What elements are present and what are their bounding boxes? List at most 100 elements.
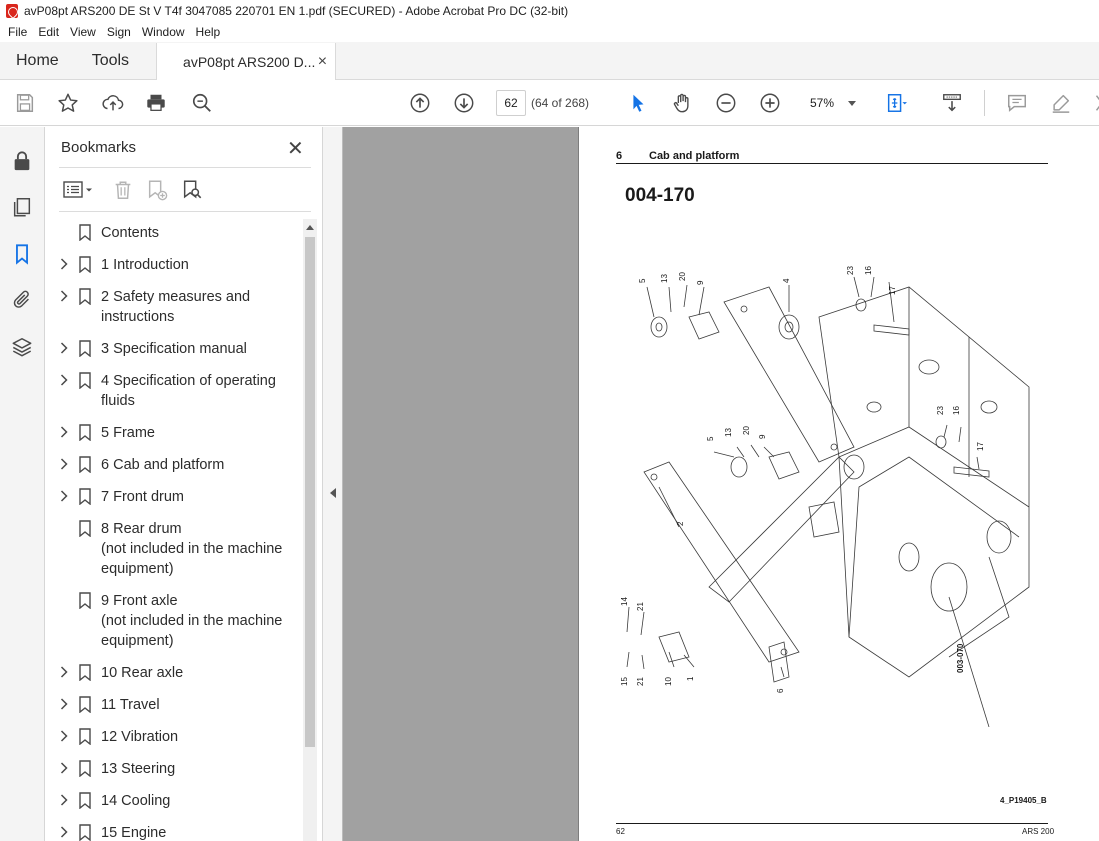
bookmark-item[interactable]: 8 Rear drum (not included in the machine… xyxy=(45,517,303,581)
bookmark-item[interactable]: 3 Specification manual xyxy=(45,337,303,361)
bookmark-icon xyxy=(78,792,92,810)
menu-sign[interactable]: Sign xyxy=(106,25,131,39)
attachment-icon[interactable] xyxy=(10,288,34,312)
layers-icon[interactable] xyxy=(10,335,34,359)
page-up-icon[interactable] xyxy=(408,91,432,115)
chevron-right-icon[interactable] xyxy=(59,490,69,502)
menu-edit[interactable]: Edit xyxy=(38,25,60,39)
find-bookmark-icon[interactable] xyxy=(181,179,203,201)
bookmark-item[interactable]: 5 Frame xyxy=(45,421,303,445)
chevron-right-icon[interactable] xyxy=(59,826,69,838)
tab-home[interactable]: Home xyxy=(16,51,59,69)
bookmark-item[interactable]: 15 Engine xyxy=(45,821,303,841)
zoom-value: 57% xyxy=(810,96,835,110)
svg-text:23: 23 xyxy=(936,406,945,415)
comment-icon[interactable] xyxy=(1005,91,1029,115)
bookmark-item[interactable]: 2 Safety measures and instructions xyxy=(45,285,303,329)
zoom-out-icon[interactable] xyxy=(714,91,738,115)
upload-icon[interactable] xyxy=(101,91,125,115)
bookmark-label: 9 Front axle (not included in the machin… xyxy=(101,593,283,649)
bookmark-item[interactable]: 10 Rear axle xyxy=(45,661,303,685)
chevron-right-icon[interactable] xyxy=(59,698,69,710)
chevron-right-icon[interactable] xyxy=(59,730,69,742)
chevron-right-icon[interactable] xyxy=(59,666,69,678)
bookmark-item[interactable]: 4 Specification of operating fluids xyxy=(45,369,303,413)
page-down-icon[interactable] xyxy=(452,91,476,115)
menu-file[interactable]: File xyxy=(8,25,28,39)
bookmarks-scrollbar[interactable] xyxy=(303,219,317,841)
chevron-down-icon xyxy=(848,100,856,106)
chevron-right-icon[interactable] xyxy=(59,426,69,438)
footer-rule xyxy=(616,823,1048,824)
title-bar: avP08pt ARS200 DE St V T4f 3047085 22070… xyxy=(0,0,1099,22)
chevron-right-icon[interactable] xyxy=(59,458,69,470)
chevron-right-icon[interactable] xyxy=(59,258,69,270)
chevron-right-icon[interactable] xyxy=(59,342,69,354)
collapse-panel-icon[interactable] xyxy=(330,488,336,498)
bookmark-icon xyxy=(78,340,92,358)
tab-document[interactable]: avP08pt ARS200 D... × xyxy=(156,43,337,80)
bookmark-item[interactable]: 14 Cooling xyxy=(45,789,303,813)
delete-bookmark-icon[interactable] xyxy=(112,179,134,201)
bookmark-item[interactable]: 11 Travel xyxy=(45,693,303,717)
bookmark-item[interactable]: 13 Steering xyxy=(45,757,303,781)
save-icon[interactable] xyxy=(13,91,37,115)
svg-text:14: 14 xyxy=(620,597,629,606)
new-bookmark-icon[interactable] xyxy=(146,179,168,201)
drawing-id: 4_P19405_B xyxy=(1000,796,1047,805)
select-arrow-icon[interactable] xyxy=(626,91,650,115)
svg-text:21: 21 xyxy=(636,602,645,611)
bookmark-item[interactable]: 7 Front drum xyxy=(45,485,303,509)
hand-icon[interactable] xyxy=(670,91,694,115)
highlight-pen-icon[interactable] xyxy=(1049,91,1073,115)
fit-page-icon[interactable] xyxy=(884,91,908,115)
bookmark-item[interactable]: 6 Cab and platform xyxy=(45,453,303,477)
print-icon[interactable] xyxy=(144,91,168,115)
menu-help[interactable]: Help xyxy=(195,25,221,39)
chevron-right-icon[interactable] xyxy=(59,794,69,806)
chevron-right-icon[interactable] xyxy=(59,374,69,386)
scrollbar-thumb[interactable] xyxy=(305,237,315,747)
bookmark-item[interactable]: 1 Introduction xyxy=(45,253,303,277)
svg-text:16: 16 xyxy=(864,266,873,275)
zoom-search-icon[interactable] xyxy=(190,91,214,115)
page-number-input[interactable]: 62 xyxy=(496,90,526,116)
menu-window[interactable]: Window xyxy=(141,25,185,39)
bookmark-item[interactable]: 9 Front axle (not included in the machin… xyxy=(45,589,303,653)
svg-text:5: 5 xyxy=(706,436,715,441)
bookmark-icon[interactable] xyxy=(10,242,34,266)
panel-splitter[interactable] xyxy=(322,127,343,841)
scroll-up-icon[interactable] xyxy=(306,225,314,230)
zoom-in-icon[interactable] xyxy=(758,91,782,115)
chevron-right-icon[interactable] xyxy=(59,290,69,302)
pdf-page: 6 Cab and platform 004-170 xyxy=(578,127,1099,841)
bookmark-label: 13 Steering xyxy=(101,761,176,777)
bookmark-icon xyxy=(78,592,92,610)
zoom-dropdown[interactable]: 57% xyxy=(800,90,862,116)
bookmark-icon xyxy=(78,256,92,274)
more-tools-icon[interactable] xyxy=(1090,91,1099,115)
scroll-mode-icon[interactable] xyxy=(940,91,964,115)
tab-bar: Home Tools avP08pt ARS200 D... × xyxy=(0,42,1099,80)
page-code: 004-170 xyxy=(625,185,695,206)
tab-close-icon[interactable]: × xyxy=(317,52,328,70)
chevron-right-icon[interactable] xyxy=(59,762,69,774)
bookmark-options-button[interactable] xyxy=(61,179,95,201)
menu-bar: File Edit View Sign Window Help xyxy=(0,22,1099,42)
section-number: 6 xyxy=(616,150,623,162)
tab-tools[interactable]: Tools xyxy=(91,51,130,69)
bookmark-icon xyxy=(78,824,92,841)
svg-text:17: 17 xyxy=(888,286,897,295)
pages-icon[interactable] xyxy=(10,195,34,219)
page-count-label: (64 of 268) xyxy=(531,96,590,110)
svg-text:003-070: 003-070 xyxy=(956,643,965,673)
svg-text:9: 9 xyxy=(758,434,767,439)
document-view[interactable]: 6 Cab and platform 004-170 xyxy=(343,127,1099,841)
lock-icon[interactable] xyxy=(10,149,34,173)
bookmark-item[interactable]: Contents xyxy=(45,221,303,245)
star-icon[interactable] xyxy=(56,91,80,115)
svg-text:21: 21 xyxy=(636,677,645,686)
menu-view[interactable]: View xyxy=(70,25,96,39)
bookmarks-close-icon[interactable]: ✕ xyxy=(287,138,304,160)
bookmark-item[interactable]: 12 Vibration xyxy=(45,725,303,749)
